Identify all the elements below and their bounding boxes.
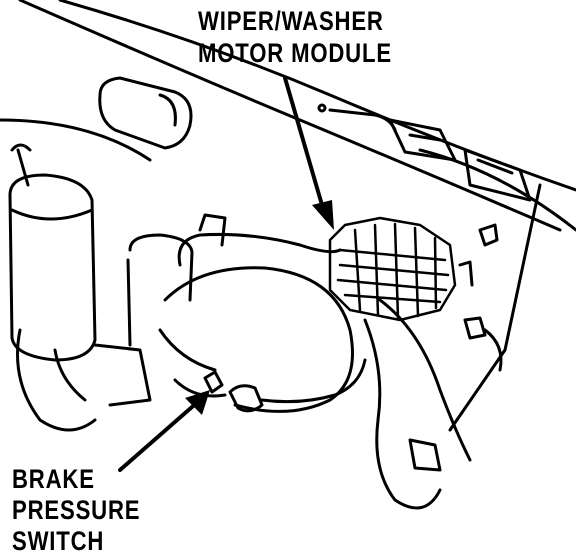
brake-pressure-switch-drawing — [203, 358, 367, 413]
wiper-washer-module-drawing — [328, 216, 457, 322]
module-connector-parts — [317, 103, 542, 432]
switch-arrowhead — [185, 390, 210, 415]
brake-booster — [126, 233, 354, 413]
wiring-harness — [177, 213, 503, 510]
brake-master-cylinder — [8, 143, 152, 432]
module-arrowhead — [312, 200, 334, 230]
switch-label-line1: BRAKE — [12, 464, 95, 494]
switch-label-line3: SWITCH — [12, 526, 105, 556]
switch-arrow-shaft — [118, 398, 202, 472]
module-label-line2: MOTOR MODULE — [198, 38, 392, 68]
callout-arrows — [118, 76, 324, 472]
module-label-line1: WIPER/WASHER — [198, 6, 384, 36]
module-arrow-shaft — [283, 76, 324, 207]
washer-reservoir-cap — [98, 76, 193, 150]
switch-label-line2: PRESSURE — [12, 495, 141, 525]
